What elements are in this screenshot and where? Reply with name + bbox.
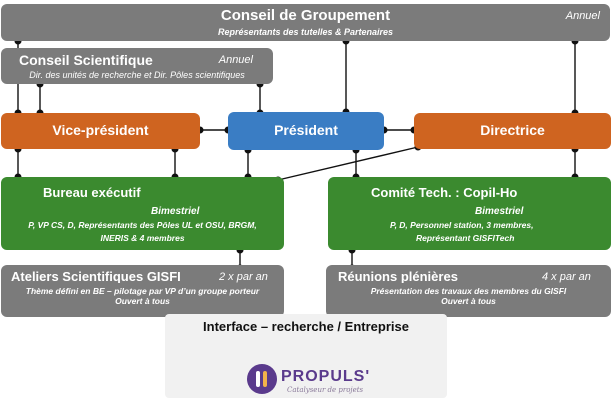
propuls-logo <box>247 364 277 394</box>
president-title: Président <box>274 122 338 138</box>
bureau-executif-line1: P, VP CS, D, Représentants des Pôles UL … <box>28 220 257 230</box>
comite-tech-freq: Bimestriel <box>475 206 524 217</box>
comite-tech-line1: P, D, Personnel station, 3 membres, <box>390 220 534 230</box>
ateliers-line2: Ouvert à tous <box>115 296 170 306</box>
bureau-executif-line2: INERIS & 4 membres <box>100 233 185 243</box>
conseil-scientifique-title: Conseil Scientifique <box>19 52 153 68</box>
directrice-box: Directrice <box>414 113 611 149</box>
conseil-groupement-subtitle: Représentants des tutelles & Partenaires <box>217 27 394 37</box>
vice-president-title: Vice-président <box>52 122 149 138</box>
ateliers-line1: Thème défini en BE – pilotage par VP d’u… <box>1 283 284 317</box>
comite-tech-line2: Représentant GISFITech <box>416 233 515 243</box>
ateliers-freq: 2 x par an <box>219 271 268 283</box>
conseil-scientifique-box: Conseil Scientifique Annuel Dir. des uni… <box>1 48 273 84</box>
reunions-line1: Présentation des travaux des membres du … <box>326 283 611 317</box>
bureau-executif-box: Bureau exécutif Bimestriel P, VP CS, D, … <box>1 177 284 250</box>
propuls-logo-tagline: Catalyseur de projets <box>287 386 364 394</box>
directrice-title: Directrice <box>480 122 545 138</box>
interface-title: Interface – recherche / Entreprise <box>203 319 409 334</box>
ateliers-title: Ateliers Scientifiques GISFI <box>11 269 181 284</box>
reunions-freq: 4 x par an <box>542 271 591 283</box>
interface-box: Interface – recherche / Entreprise PROPU… <box>165 314 447 398</box>
conseil-scientifique-freq: Annuel <box>218 54 253 66</box>
vice-president-box: Vice-président <box>1 113 200 149</box>
bureau-executif-title: Bureau exécutif <box>43 185 141 200</box>
reunions-line2: Ouvert à tous <box>441 296 496 306</box>
comite-tech-box: Comité Tech. : Copil-Ho Bimestriel P, D,… <box>328 177 611 250</box>
propuls-logo-text: PROPULS' <box>281 368 371 385</box>
conseil-groupement-title: Conseil de Groupement <box>220 7 391 24</box>
propuls-logo-mark <box>256 371 267 387</box>
conseil-groupement-freq: Annuel <box>565 10 600 22</box>
bureau-executif-freq: Bimestriel <box>151 206 200 217</box>
reunions-title: Réunions plénières <box>338 269 458 284</box>
conseil-scientifique-subtitle: Dir. des unités de recherche et Dir. Pôl… <box>29 70 245 80</box>
comite-tech-title: Comité Tech. : Copil-Ho <box>371 185 518 200</box>
conseil-groupement-box: Conseil de Groupement Annuel Représentan… <box>1 4 610 41</box>
president-box: Président <box>228 112 384 150</box>
